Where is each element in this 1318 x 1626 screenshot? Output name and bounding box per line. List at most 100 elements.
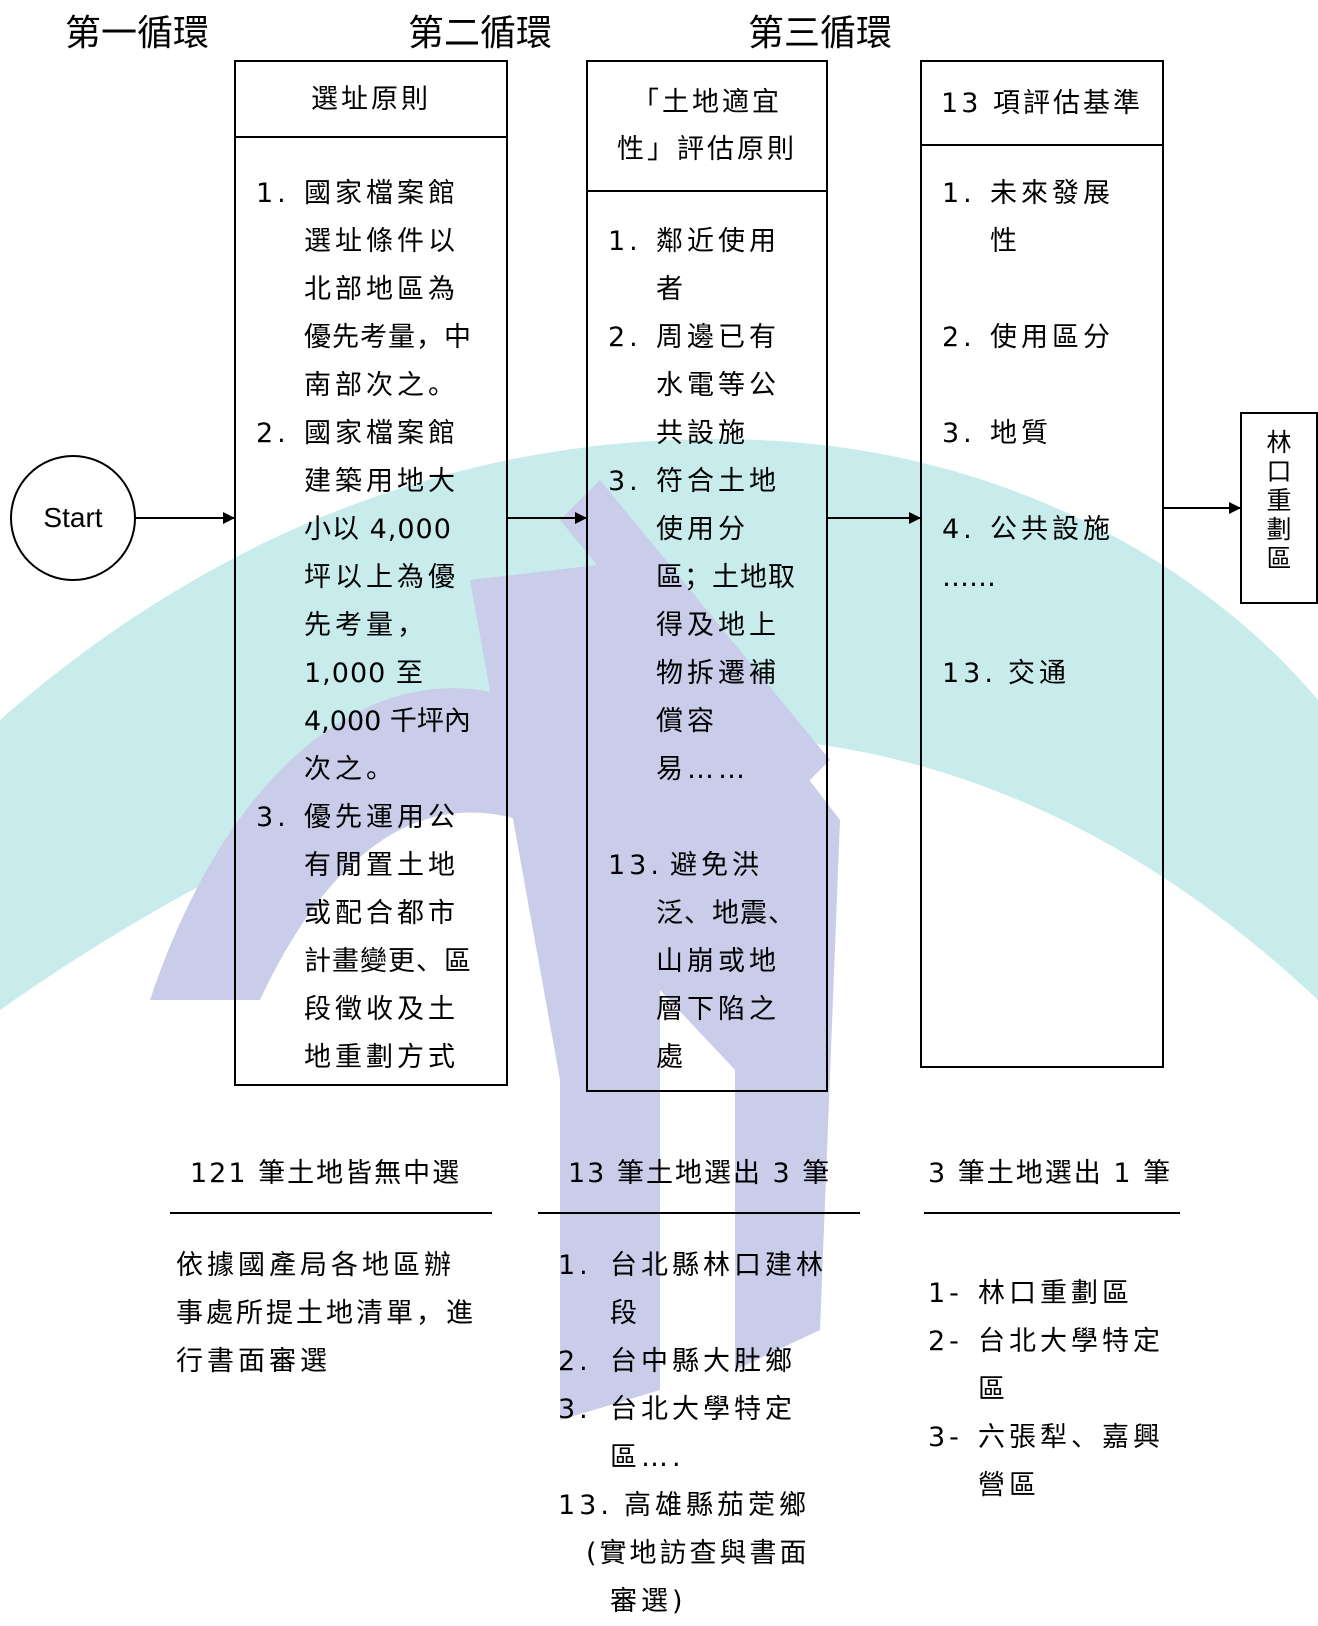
item-number: 1.: [942, 178, 976, 209]
box-header-line: 選址原則: [311, 83, 431, 115]
result-list-3: 1- 林口重劃區 2- 台北大學特定 區 3- 六張犁、嘉興 營區: [928, 1270, 1188, 1510]
item-number: 1.: [256, 178, 290, 209]
item-line: 易……: [656, 754, 749, 785]
result-line: 依據國產局各地區辦: [176, 1250, 455, 1281]
item-line: 償容: [656, 706, 718, 737]
item-line: 公共設施: [990, 514, 1114, 545]
list-item: 3. 地質: [942, 410, 1162, 458]
item-line: 台中縣大肚鄉: [610, 1346, 796, 1377]
list-item: ……: [942, 554, 1162, 602]
box-header: 13 項評估基準: [922, 62, 1162, 146]
list-item: 3- 六張犁、嘉興 營區: [928, 1414, 1188, 1510]
item-line: 坪以上為優: [304, 562, 459, 593]
item-line: 1,000 至: [304, 658, 424, 689]
list-item: 3. 符合土地 使用分 區；土地取 得及地上 物拆遷補 償容 易……: [608, 458, 826, 794]
result-box-char: 重: [1266, 486, 1292, 515]
result-note-line: 審選): [610, 1586, 687, 1617]
result-title-3: 3 筆土地選出 1 筆: [928, 1158, 1173, 1189]
item-line: 南部次之。: [304, 370, 459, 401]
box-header: 選址原則: [236, 62, 506, 138]
item-line: 地重劃方式: [304, 1042, 459, 1073]
item-line: 泛、地震、: [656, 898, 796, 929]
item-line: 山崩或地: [656, 946, 780, 977]
item-line: 台北縣林口建林: [610, 1250, 827, 1281]
item-line: 高雄縣茄萣鄉: [624, 1490, 810, 1521]
result-line: 事處所提土地清單，進: [176, 1298, 476, 1329]
item-line: 性: [990, 226, 1021, 257]
item-line: 段徵收及土: [304, 994, 459, 1025]
start-label: Start: [43, 502, 103, 533]
list-item: 1. 未來發展 性: [942, 170, 1162, 266]
result-box-char: 區: [1266, 544, 1292, 573]
result-text-1: 依據國產局各地區辦 事處所提土地清單，進 行書面審選: [176, 1242, 506, 1386]
list-item: 3. 優先運用公 有閒置土地 或配合都市 計畫變更、區 段徵收及土 地重劃方式: [256, 794, 496, 1082]
item-number: 3.: [256, 802, 290, 833]
item-line: 先考量，: [304, 610, 428, 641]
result-divider-1: [170, 1212, 492, 1214]
item-line: 得及地上: [656, 610, 780, 641]
item-line: 計畫變更、區: [304, 946, 472, 977]
item-line: 未來發展: [990, 178, 1114, 209]
item-line: 地質: [990, 418, 1052, 449]
item-number: 13.: [608, 850, 663, 881]
item-line: 區；土地取: [656, 562, 796, 593]
item-line: 避免洪: [670, 850, 763, 881]
item-line: 林口重劃區: [978, 1278, 1133, 1309]
item-number: 3-: [928, 1422, 963, 1453]
round-title-1: 第一循環: [65, 13, 210, 54]
list-item: 13. 高雄縣茄萣鄉: [558, 1482, 858, 1530]
item-number: 4.: [942, 514, 976, 545]
list-item: (實地訪查與書面 審選): [558, 1530, 858, 1626]
item-number: 1.: [558, 1250, 592, 1281]
list-item: 2. 使用區分: [942, 314, 1162, 362]
item-number: 13.: [558, 1490, 613, 1521]
item-number: 13.: [942, 658, 997, 689]
item-number: 3.: [608, 466, 642, 497]
item-line: 水電等公: [656, 370, 780, 401]
item-number: 3.: [942, 418, 976, 449]
list-item: 1. 國家檔案館 選址條件以 北部地區為 優先考量，中 南部次之。: [256, 170, 496, 410]
item-number: 2.: [942, 322, 976, 353]
item-number: 1-: [928, 1278, 963, 1309]
criteria-box-3: 13 項評估基準 1. 未來發展 性 2. 使用區分 3. 地質 4. 公共設施…: [920, 60, 1164, 1068]
item-number: 3.: [558, 1394, 592, 1425]
result-title-2: 13 筆土地選出 3 筆: [568, 1158, 832, 1189]
list-item: 2. 台中縣大肚鄉: [558, 1338, 858, 1386]
item-line: 段: [610, 1298, 641, 1329]
list-item: 2. 國家檔案館 建築用地大 小以 4,000 坪以上為優 先考量， 1,000…: [256, 410, 496, 794]
criteria-list: 1. 鄰近使用 者 2. 周邊已有 水電等公 共設施 3. 符合土地 使用分 區…: [608, 218, 826, 1082]
item-line: 小以 4,000: [304, 514, 452, 545]
item-number: 2.: [558, 1346, 592, 1377]
list-item: 13. 交通: [942, 650, 1162, 698]
item-line: 台北大學特定: [978, 1326, 1164, 1357]
item-line: 鄰近使用: [656, 226, 780, 257]
item-line: 使用分: [656, 514, 749, 545]
criteria-list: 1. 未來發展 性 2. 使用區分 3. 地質 4. 公共設施 …… 13. 交…: [942, 170, 1162, 698]
round-title-3: 第三循環: [748, 13, 893, 54]
start-node: Start: [10, 455, 136, 581]
item-line: 共設施: [656, 418, 749, 449]
item-line: 國家檔案館: [304, 418, 459, 449]
item-line: 選址條件以: [304, 226, 459, 257]
item-line: 營區: [978, 1470, 1040, 1501]
item-line: 處: [656, 1042, 687, 1073]
item-number: 2-: [928, 1326, 963, 1357]
item-line: 物拆遷補: [656, 658, 780, 689]
result-note-line: (實地訪查與書面: [586, 1538, 810, 1569]
list-item: 3. 台北大學特定 區….: [558, 1386, 858, 1482]
result-box-char: 林: [1266, 428, 1292, 457]
round-title-2: 第二循環: [408, 13, 553, 54]
item-line: 符合土地: [656, 466, 780, 497]
item-line: 使用區分: [990, 322, 1114, 353]
result-title-1: 121 筆土地皆無中選: [190, 1158, 462, 1189]
list-item: 1. 台北縣林口建林 段: [558, 1242, 858, 1338]
box-header-line: 性」評估原則: [617, 134, 797, 165]
item-line: 優先運用公: [304, 802, 459, 833]
item-number: 2.: [608, 322, 642, 353]
result-box-char: 劃: [1266, 515, 1292, 544]
item-line: 建築用地大: [304, 466, 459, 497]
list-item: 1. 鄰近使用 者: [608, 218, 826, 314]
list-item: 1- 林口重劃區: [928, 1270, 1188, 1318]
result-box: 林口重劃區: [1240, 412, 1318, 604]
item-line: 或配合都市: [304, 898, 459, 929]
